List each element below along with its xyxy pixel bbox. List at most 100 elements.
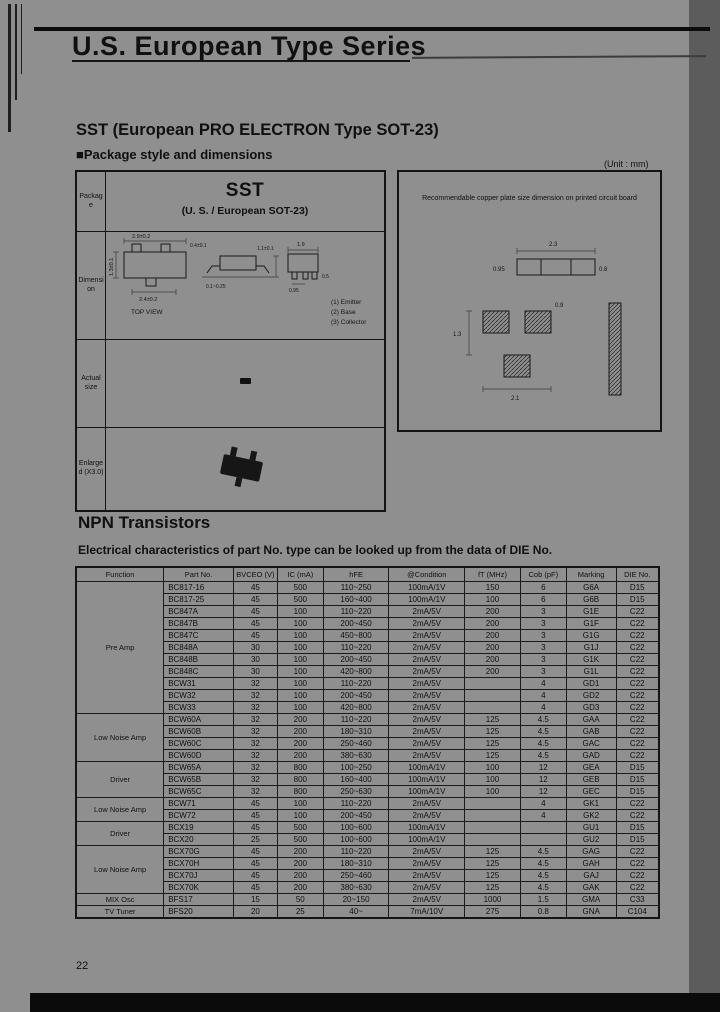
- pcb-dim-1-3: 1.3: [453, 332, 462, 338]
- value-cell: 4.5: [519, 737, 567, 750]
- value-cell: GK2: [565, 809, 617, 822]
- value-cell: GAD: [565, 749, 617, 762]
- dim-half-pitch: 0.95: [289, 288, 299, 294]
- value-cell: GAC: [565, 737, 617, 750]
- value-cell: 100: [464, 773, 521, 786]
- value-cell: 32: [232, 677, 278, 690]
- value-cell: 100: [464, 761, 521, 774]
- dim-lead-length: 0.5: [322, 274, 329, 280]
- scan-binding-line: [15, 4, 17, 100]
- value-cell: GAJ: [565, 869, 617, 882]
- function-group-cell: Low Noise Amp: [75, 797, 165, 822]
- row-label-package: Package: [77, 172, 106, 232]
- value-cell: 420~800: [322, 665, 390, 678]
- value-cell: 1.5: [519, 893, 567, 906]
- value-cell: 110~220: [322, 605, 390, 618]
- value-cell: 3: [519, 629, 567, 642]
- value-cell: 32: [232, 773, 278, 786]
- header-rule: [34, 27, 710, 31]
- value-cell: 100: [464, 785, 521, 798]
- value-cell: 450~800: [322, 629, 390, 642]
- legend-emitter: (1) Emitter: [331, 299, 362, 306]
- value-cell: 160~400: [322, 773, 390, 786]
- sst-section-title: SST (European PRO ELECTRON Type SOT-23): [76, 121, 439, 139]
- value-cell: 110~220: [322, 713, 390, 726]
- scan-bottom-bar: [30, 993, 720, 1012]
- value-cell: 30: [232, 653, 278, 666]
- value-cell: C22: [615, 713, 660, 726]
- value-cell: 100: [464, 593, 521, 606]
- part-no-cell: BC848B: [163, 653, 234, 666]
- value-cell: 200: [276, 881, 324, 894]
- value-cell: 100~250: [322, 761, 390, 774]
- value-cell: G1L: [565, 665, 617, 678]
- value-cell: 200: [464, 641, 521, 654]
- value-cell: 110~220: [322, 677, 390, 690]
- value-cell: GAK: [565, 881, 617, 894]
- package-style-panel: Package SST (U. S. / European SOT-23) Di…: [75, 170, 386, 512]
- value-cell: 2mA/5V: [388, 701, 466, 714]
- value-cell: 45: [232, 857, 278, 870]
- value-cell: 100mA/1V: [388, 593, 466, 606]
- value-cell: 250~460: [322, 737, 390, 750]
- value-cell: [464, 677, 521, 690]
- value-cell: 250~460: [322, 869, 390, 882]
- pcb-dim-0-9: 0.9: [555, 303, 564, 309]
- value-cell: 125: [464, 749, 521, 762]
- value-cell: 32: [232, 737, 278, 750]
- page-number: 22: [76, 960, 89, 972]
- package-cell: SST (U. S. / European SOT-23): [106, 172, 384, 232]
- part-no-cell: BC817-25: [163, 593, 234, 606]
- value-cell: 100: [276, 701, 324, 714]
- value-cell: 15: [232, 893, 278, 906]
- value-cell: C22: [615, 845, 660, 858]
- part-no-cell: BC847B: [163, 617, 234, 630]
- value-cell: D15: [615, 833, 660, 846]
- value-cell: G1E: [565, 605, 617, 618]
- scan-binding-line: [8, 4, 11, 132]
- value-cell: 12: [519, 761, 567, 774]
- part-no-cell: BCW65C: [163, 785, 234, 798]
- value-cell: 800: [276, 773, 324, 786]
- value-cell: GNA: [565, 905, 617, 919]
- value-cell: C22: [615, 701, 660, 714]
- value-cell: 2mA/5V: [388, 749, 466, 762]
- actual-size-cell: [106, 340, 384, 428]
- col-header-5: @Condition: [388, 566, 466, 582]
- value-cell: C22: [615, 641, 660, 654]
- value-cell: 100mA/1V: [388, 581, 466, 594]
- value-cell: D15: [615, 761, 660, 774]
- value-cell: 100: [276, 641, 324, 654]
- pcb-dim-2-1: 2.1: [511, 396, 520, 402]
- value-cell: 200: [464, 617, 521, 630]
- value-cell: 2mA/5V: [388, 845, 466, 858]
- actual-size-chip: [239, 378, 251, 384]
- value-cell: C22: [615, 749, 660, 762]
- value-cell: 100mA/1V: [388, 773, 466, 786]
- value-cell: GD1: [565, 677, 617, 690]
- value-cell: 2mA/5V: [388, 809, 466, 822]
- value-cell: 45: [232, 593, 278, 606]
- value-cell: 45: [232, 797, 278, 810]
- unit-note: (Unit : mm): [604, 159, 649, 169]
- col-header-4: hFE: [322, 566, 390, 582]
- package-name: SST: [225, 180, 265, 201]
- value-cell: D15: [615, 773, 660, 786]
- value-cell: 4: [519, 701, 567, 714]
- enlarged-cell: [106, 428, 384, 510]
- value-cell: 2mA/5V: [388, 617, 466, 630]
- package-name-sub: (U. S. / European SOT-23): [181, 205, 309, 217]
- value-cell: 100: [276, 605, 324, 618]
- value-cell: 275: [464, 905, 521, 919]
- value-cell: 200: [276, 725, 324, 738]
- value-cell: 500: [276, 593, 324, 606]
- part-no-cell: BC817-16: [163, 581, 234, 594]
- value-cell: 3: [519, 641, 567, 654]
